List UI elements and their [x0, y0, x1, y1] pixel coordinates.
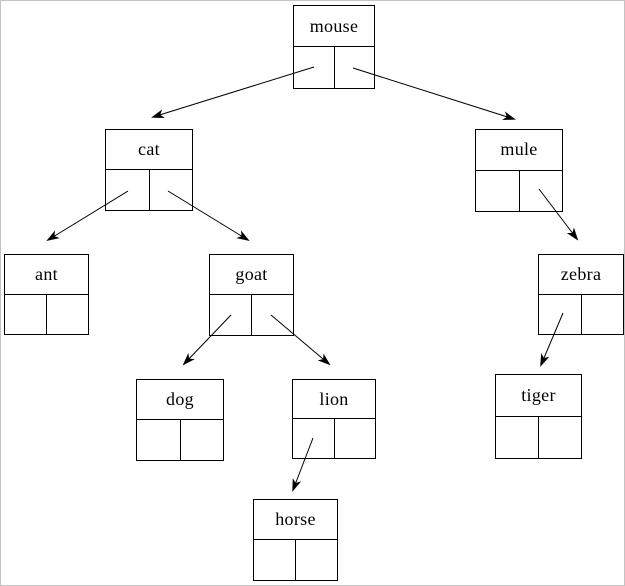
left-pointer-cell [5, 294, 47, 334]
edge-mouse-left-to-cat [151, 66, 315, 119]
tree-node-mouse: mouse [293, 5, 375, 89]
right-pointer-cell [150, 170, 193, 210]
right-pointer-cell [181, 420, 224, 460]
right-pointer-cell [252, 295, 293, 335]
pointer-cells [137, 420, 223, 460]
right-pointer-cell [335, 419, 376, 458]
left-pointer-cell [476, 170, 520, 211]
left-pointer-cell [496, 416, 539, 458]
node-label: ant [5, 255, 88, 295]
tree-node-tiger: tiger [495, 374, 582, 459]
pointer-cells [294, 47, 374, 88]
left-pointer-cell [210, 295, 252, 335]
tree-node-cat: cat [105, 129, 193, 211]
pointer-cells [106, 170, 192, 210]
left-pointer-cell [137, 420, 181, 460]
tree-node-horse: horse [253, 499, 338, 581]
left-pointer-cell [294, 47, 335, 88]
pointer-cells [293, 419, 375, 458]
node-label: horse [254, 500, 337, 540]
node-label: zebra [539, 255, 623, 295]
node-label: lion [293, 380, 375, 419]
tree-node-dog: dog [136, 379, 224, 461]
pointer-cells [254, 540, 337, 580]
node-label: cat [106, 130, 192, 170]
left-pointer-cell [539, 294, 582, 334]
pointer-cells [5, 294, 88, 335]
pointer-cells [539, 294, 624, 335]
node-label: tiger [496, 375, 581, 417]
left-pointer-cell [254, 540, 296, 580]
tree-node-ant: ant [4, 254, 89, 335]
right-pointer-cell [582, 295, 624, 335]
right-pointer-cell [520, 171, 563, 212]
tree-node-goat: goat [209, 254, 294, 336]
pointer-cells [476, 170, 563, 212]
right-pointer-cell [539, 417, 581, 459]
right-pointer-cell [335, 47, 375, 88]
edge-mouse-right-to-mule [352, 67, 516, 120]
tree-node-lion: lion [292, 379, 376, 459]
pointer-cells [210, 295, 293, 335]
node-label: mouse [294, 6, 374, 47]
left-pointer-cell [106, 170, 150, 210]
pointer-cells [496, 416, 581, 459]
left-pointer-cell [293, 419, 335, 458]
node-label: dog [137, 380, 223, 420]
tree-node-zebra: zebra [538, 254, 624, 335]
right-pointer-cell [47, 295, 88, 335]
right-pointer-cell [296, 540, 337, 580]
tree-node-mule: mule [475, 129, 563, 212]
node-label: goat [210, 255, 293, 295]
node-label: mule [476, 130, 562, 171]
